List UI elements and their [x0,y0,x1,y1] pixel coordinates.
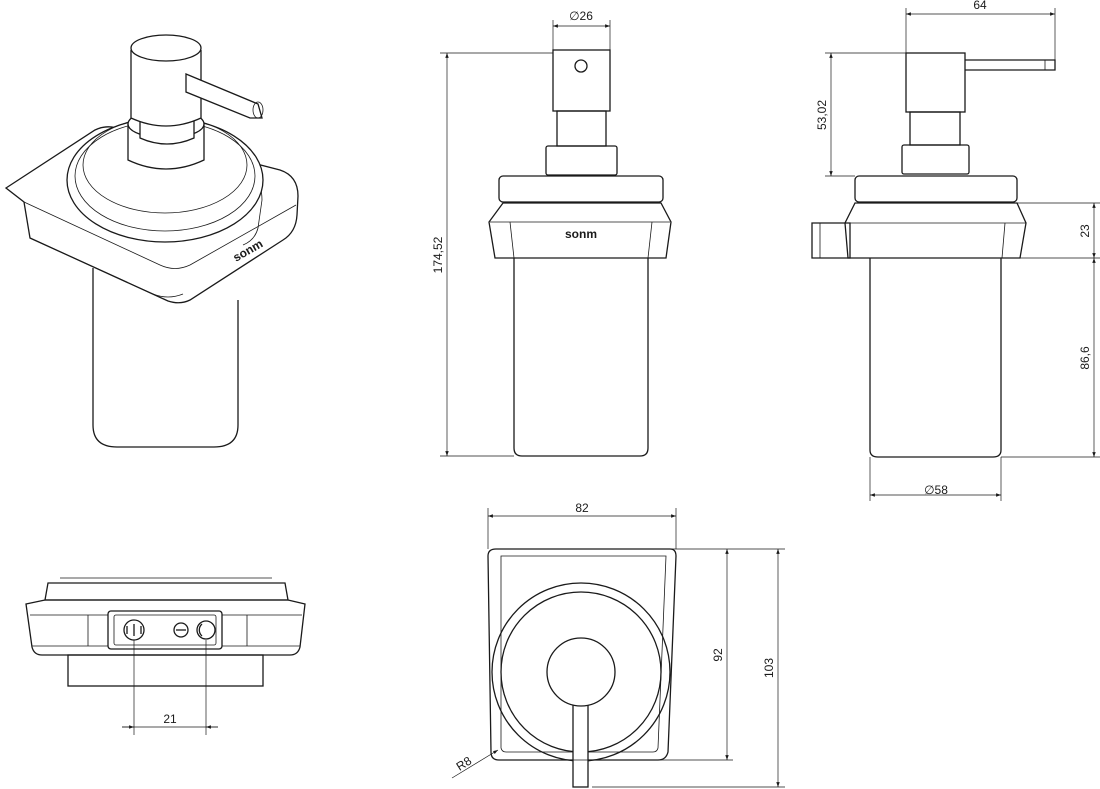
front-brand-mark: sonm [565,227,597,241]
dim-pump-height: 53,02 [815,100,829,130]
dimension-labels: ∅26 64 174,52 53,02 23 86,6 ∅58 82 92 10… [163,0,1092,774]
dim-base-height-inner: 92 [711,648,725,662]
dim-base-height-outer: 103 [762,658,776,678]
dim-cap-diameter: ∅26 [569,9,593,23]
isometric-view: sonm [4,34,299,448]
dim-lever-length: 64 [973,0,987,12]
dim-glass-diameter: ∅58 [924,483,948,497]
dim-total-height: 174,52 [431,236,445,273]
iso-brand-mark: sonm [231,236,266,264]
dim-glass-height: 86,6 [1078,346,1092,370]
dimension-lines [122,8,1100,788]
dim-hole-spacing: 21 [163,712,177,726]
top-view [487,548,677,788]
dim-holder-height: 23 [1078,224,1092,238]
front-view: sonm [488,49,672,457]
bottom-view [25,577,306,687]
dim-base-width: 82 [575,501,589,515]
dim-corner-radius: R8 [454,753,475,773]
side-view [811,52,1056,458]
